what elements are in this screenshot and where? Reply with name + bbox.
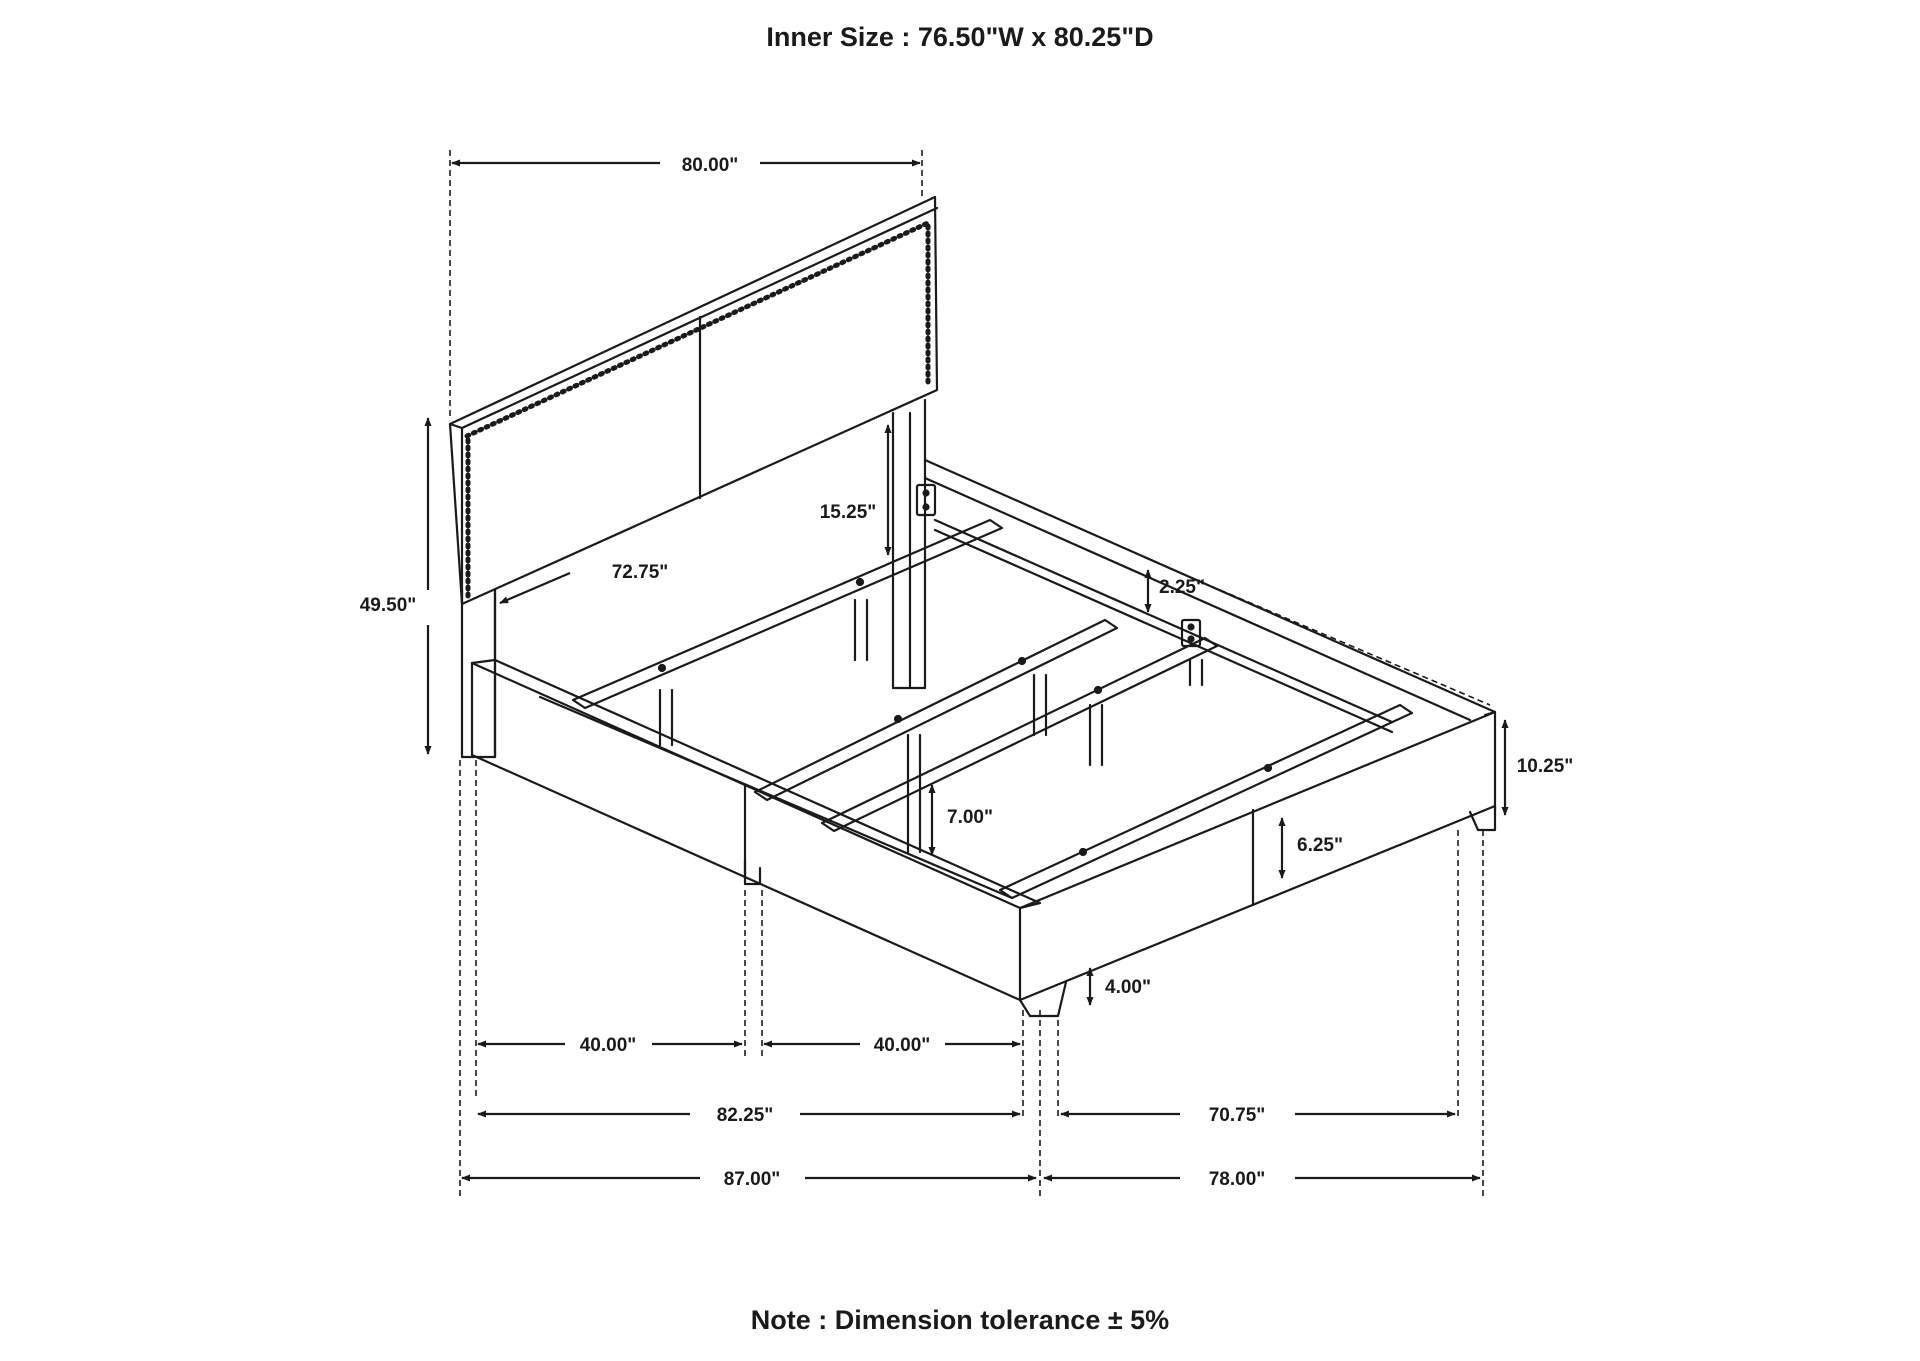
dim-inner-length: 82.25" <box>717 1105 774 1126</box>
diagram-title: Inner Size : 76.50"W x 80.25"D <box>766 22 1154 52</box>
dim-total-height: 49.50" <box>360 595 417 616</box>
dimension-arrows <box>424 159 1509 1182</box>
dim-total-length: 87.00" <box>724 1169 781 1190</box>
bed-slats <box>571 518 1414 900</box>
footboard-rail <box>1018 710 1497 1002</box>
bed-legs <box>743 804 1497 1018</box>
extension-lines <box>449 150 1491 1200</box>
dim-leg-height: 4.00" <box>1105 977 1151 998</box>
dim-inner-width: 70.75" <box>1209 1105 1266 1126</box>
dim-half-length-a: 40.00" <box>580 1035 637 1056</box>
dim-headboard-inner-width: 72.75" <box>612 562 669 583</box>
dimension-labels: 80.00" 49.50" 15.25" 72.75" 2.25" 10.25"… <box>360 155 1574 1190</box>
dim-total-width: 78.00" <box>1209 1169 1266 1190</box>
dim-half-length-b: 40.00" <box>874 1035 931 1056</box>
right-side-rail <box>923 458 1497 812</box>
dim-footboard-rail-height: 6.25" <box>1297 835 1343 856</box>
tolerance-note: Note : Dimension tolerance ± 5% <box>750 1305 1170 1335</box>
bed-drawing <box>448 195 1497 1018</box>
headboard-panel <box>448 195 939 606</box>
left-side-rail <box>470 658 1042 1002</box>
dim-headboard-panel-height: 15.25" <box>820 502 877 523</box>
dim-slat-gap: 2.25" <box>1159 577 1205 598</box>
dim-headboard-width: 80.00" <box>682 155 739 176</box>
dim-frame-height: 10.25" <box>1517 756 1574 777</box>
support-legs <box>658 598 1204 854</box>
rail-brackets <box>915 483 1202 648</box>
dim-side-rail-height: 7.00" <box>947 807 993 828</box>
center-rail <box>933 518 1394 734</box>
